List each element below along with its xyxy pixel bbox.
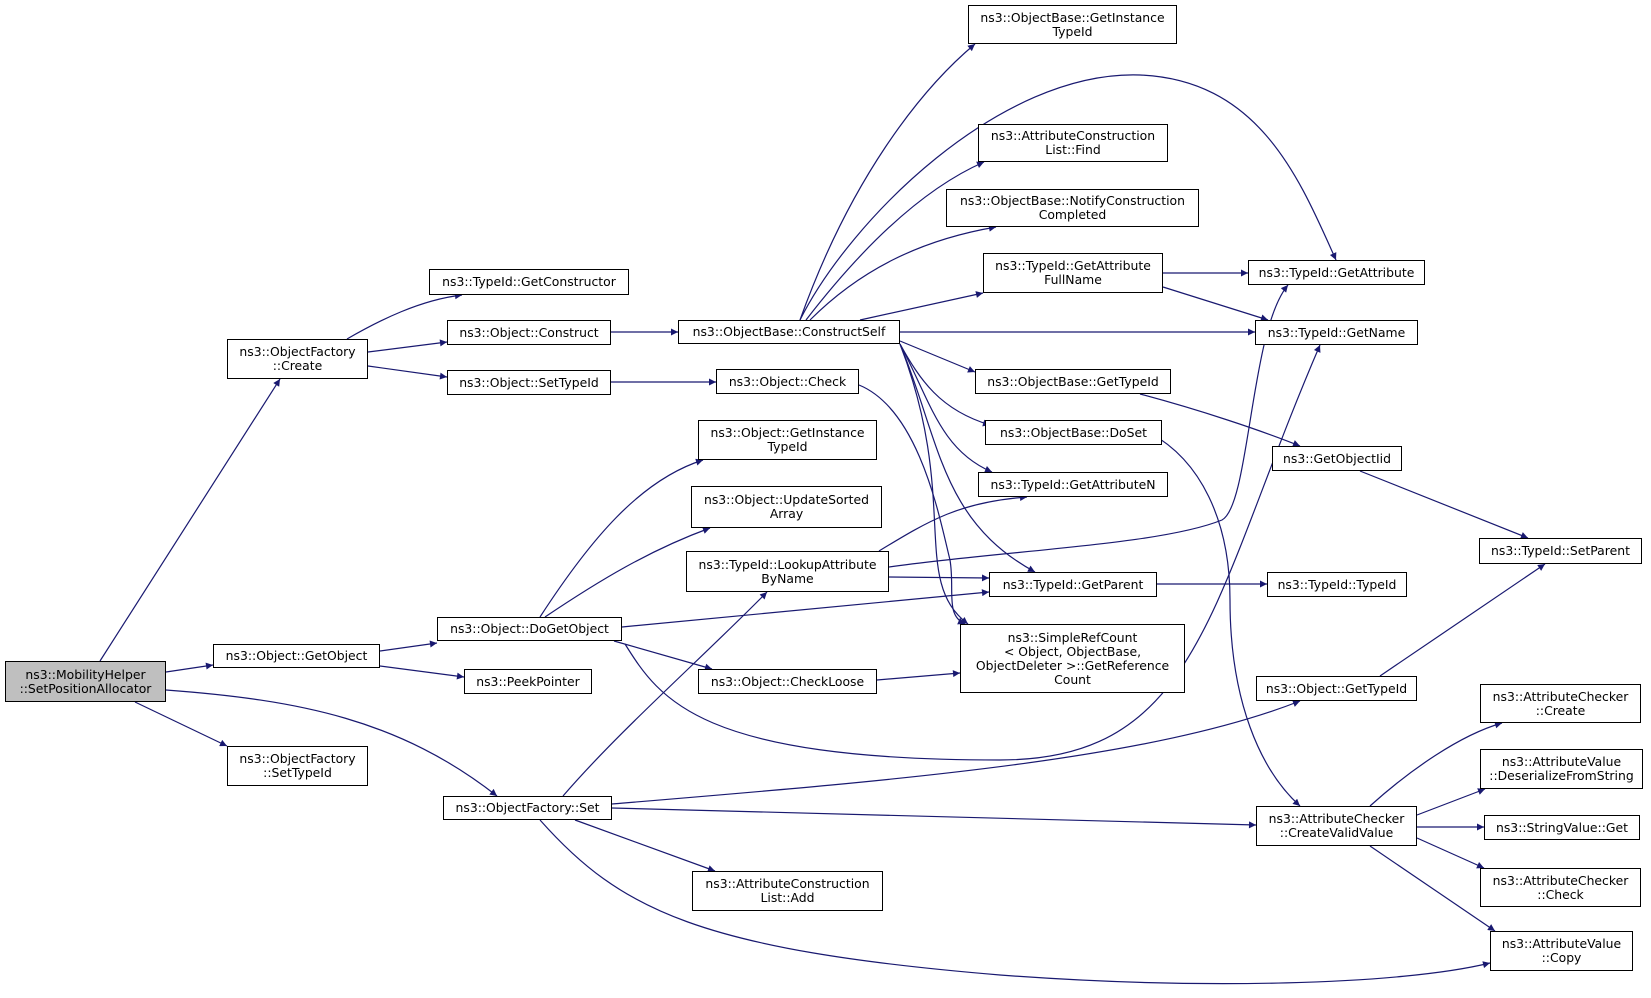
edge-dogetobject-to-tid-getparent (621, 589, 990, 628)
edge-checkloose-to-simplerefcount (876, 670, 961, 681)
edge-setpos-to-of-settypeid (134, 701, 228, 747)
edge-tid-lookupattr-to-tid-getattributen (878, 494, 1028, 552)
node-typeid-getattribute[interactable]: ns3::TypeId::GetAttribute (1248, 260, 1425, 285)
edge-of-set-to-acl-add (574, 819, 716, 872)
edge-ob-doset-to-ac-createvalid (1149, 432, 1301, 807)
edge-getobjectiid-to-tid-setparent (1359, 470, 1529, 539)
edge-constructself-to-tid-getattrfullname (859, 291, 984, 321)
edge-of-create-to-obj-construct (367, 339, 448, 353)
edge-constructself-to-ob-getinstancetypeid (799, 43, 976, 321)
edge-dogetobject-to-getinstancetypeid (539, 458, 704, 618)
node-getobjectiid[interactable]: ns3::GetObjectIid (1272, 446, 1402, 471)
node-attributechecker-createvalidvalue[interactable]: ns3::AttributeChecker::CreateValidValue (1256, 806, 1417, 846)
edge-setpos-to-of-set (165, 689, 498, 797)
edge-constructself-to-ob-gettypeid (899, 340, 976, 373)
node-typeid-getname[interactable]: ns3::TypeId::GetName (1255, 320, 1418, 345)
edge-getobject-to-dogetobject (379, 640, 438, 652)
edge-ob-gettypeid-to-getobjectiid (1139, 393, 1301, 447)
edge-of-set-to-ac-createvalid (611, 807, 1257, 829)
node-typeid-setparent[interactable]: ns3::TypeId::SetParent (1479, 538, 1642, 564)
node-typeid-typeid[interactable]: ns3::TypeId::TypeId (1267, 572, 1407, 597)
edge-dogetobject-to-checkloose (613, 640, 713, 671)
node-object-construct[interactable]: ns3::Object::Construct (447, 320, 611, 345)
edge-ac-createvalid-to-ac-create (1369, 721, 1503, 807)
node-attributechecker-create[interactable]: ns3::AttributeChecker::Create (1480, 684, 1641, 723)
node-object-gettypeid[interactable]: ns3::Object::GetTypeId (1256, 676, 1417, 701)
edge-constructself-to-simplerefcount (899, 343, 969, 625)
node-typeid-getattributen[interactable]: ns3::TypeId::GetAttributeN (978, 472, 1168, 497)
edge-dogetobject-to-tid-getname (624, 344, 1321, 761)
edge-tid-getattrfullname-to-tid-getname (1162, 286, 1269, 322)
node-peekpointer[interactable]: ns3::PeekPointer (464, 669, 592, 694)
edge-obj-gettypeid-to-tid-setparent (1379, 563, 1546, 677)
edge-constructself-to-acl-find (805, 161, 985, 321)
edge-of-create-to-tid-getconstructor (346, 292, 463, 340)
node-objectbase-gettypeid[interactable]: ns3::ObjectBase::GetTypeId (975, 369, 1171, 394)
node-simplerefcount-getreferencecount[interactable]: ns3::SimpleRefCount< Object, ObjectBase,… (960, 624, 1185, 693)
edge-getobject-to-peekpointer (379, 665, 465, 680)
node-objectbase-doset[interactable]: ns3::ObjectBase::DoSet (985, 420, 1162, 445)
edge-dogetobject-to-updatesorted (544, 527, 711, 618)
node-object-settypeid[interactable]: ns3::Object::SetTypeId (447, 370, 611, 395)
edge-setpos-to-getobject (165, 662, 214, 673)
node-mobilityhelper-setpositionallocator: ns3::MobilityHelper::SetPositionAllocato… (5, 661, 166, 702)
edge-constructself-to-tid-getattributen (899, 343, 993, 473)
node-attributevalue-deserializefromstring[interactable]: ns3::AttributeValue::DeserializeFromStri… (1480, 749, 1643, 789)
node-objectbase-constructself[interactable]: ns3::ObjectBase::ConstructSelf (678, 320, 900, 344)
node-object-checkloose[interactable]: ns3::Object::CheckLoose (698, 669, 877, 694)
node-object-dogetobject[interactable]: ns3::Object::DoGetObject (437, 617, 622, 641)
edge-of-set-to-obj-gettypeid (611, 700, 1301, 805)
edge-constructself-to-tid-getparent (899, 343, 1036, 573)
node-object-check[interactable]: ns3::Object::Check (716, 369, 859, 394)
edge-ac-createvalid-to-ac-check (1416, 837, 1485, 869)
edge-constructself-to-tid-getattribute (799, 74, 1337, 321)
edge-tid-lookupattr-to-tid-getparent (888, 574, 990, 582)
edge-of-create-to-obj-settypeid (367, 365, 448, 380)
edge-constructself-to-ob-notify (809, 224, 997, 321)
edge-of-set-to-av-copy (539, 819, 1491, 985)
node-objectfactory-create[interactable]: ns3::ObjectFactory::Create (227, 339, 368, 379)
node-stringvalue-get[interactable]: ns3::StringValue::Get (1484, 815, 1640, 840)
node-object-getobject[interactable]: ns3::Object::GetObject (213, 644, 380, 668)
edge-tid-lookupattr-to-tid-getattribute (888, 284, 1289, 568)
edge-obj-check-to-simplerefcount (858, 384, 966, 625)
node-typeid-getparent[interactable]: ns3::TypeId::GetParent (989, 572, 1157, 597)
node-attributechecker-check[interactable]: ns3::AttributeChecker::Check (1480, 868, 1641, 907)
node-typeid-getconstructor[interactable]: ns3::TypeId::GetConstructor (429, 269, 629, 295)
edge-ac-createvalid-to-av-copy (1369, 845, 1496, 932)
edge-constructself-to-ob-doset (899, 343, 991, 427)
edge-setpos-to-of-create (99, 378, 281, 662)
edge-of-set-to-tid-lookupattr (562, 591, 768, 797)
edge-ac-createvalid-to-av-deserialize (1416, 788, 1486, 816)
node-attributevalue-copy[interactable]: ns3::AttributeValue::Copy (1490, 931, 1633, 971)
node-objectfactory-settypeid[interactable]: ns3::ObjectFactory::SetTypeId (227, 746, 368, 786)
node-objectfactory-set[interactable]: ns3::ObjectFactory::Set (443, 796, 612, 820)
